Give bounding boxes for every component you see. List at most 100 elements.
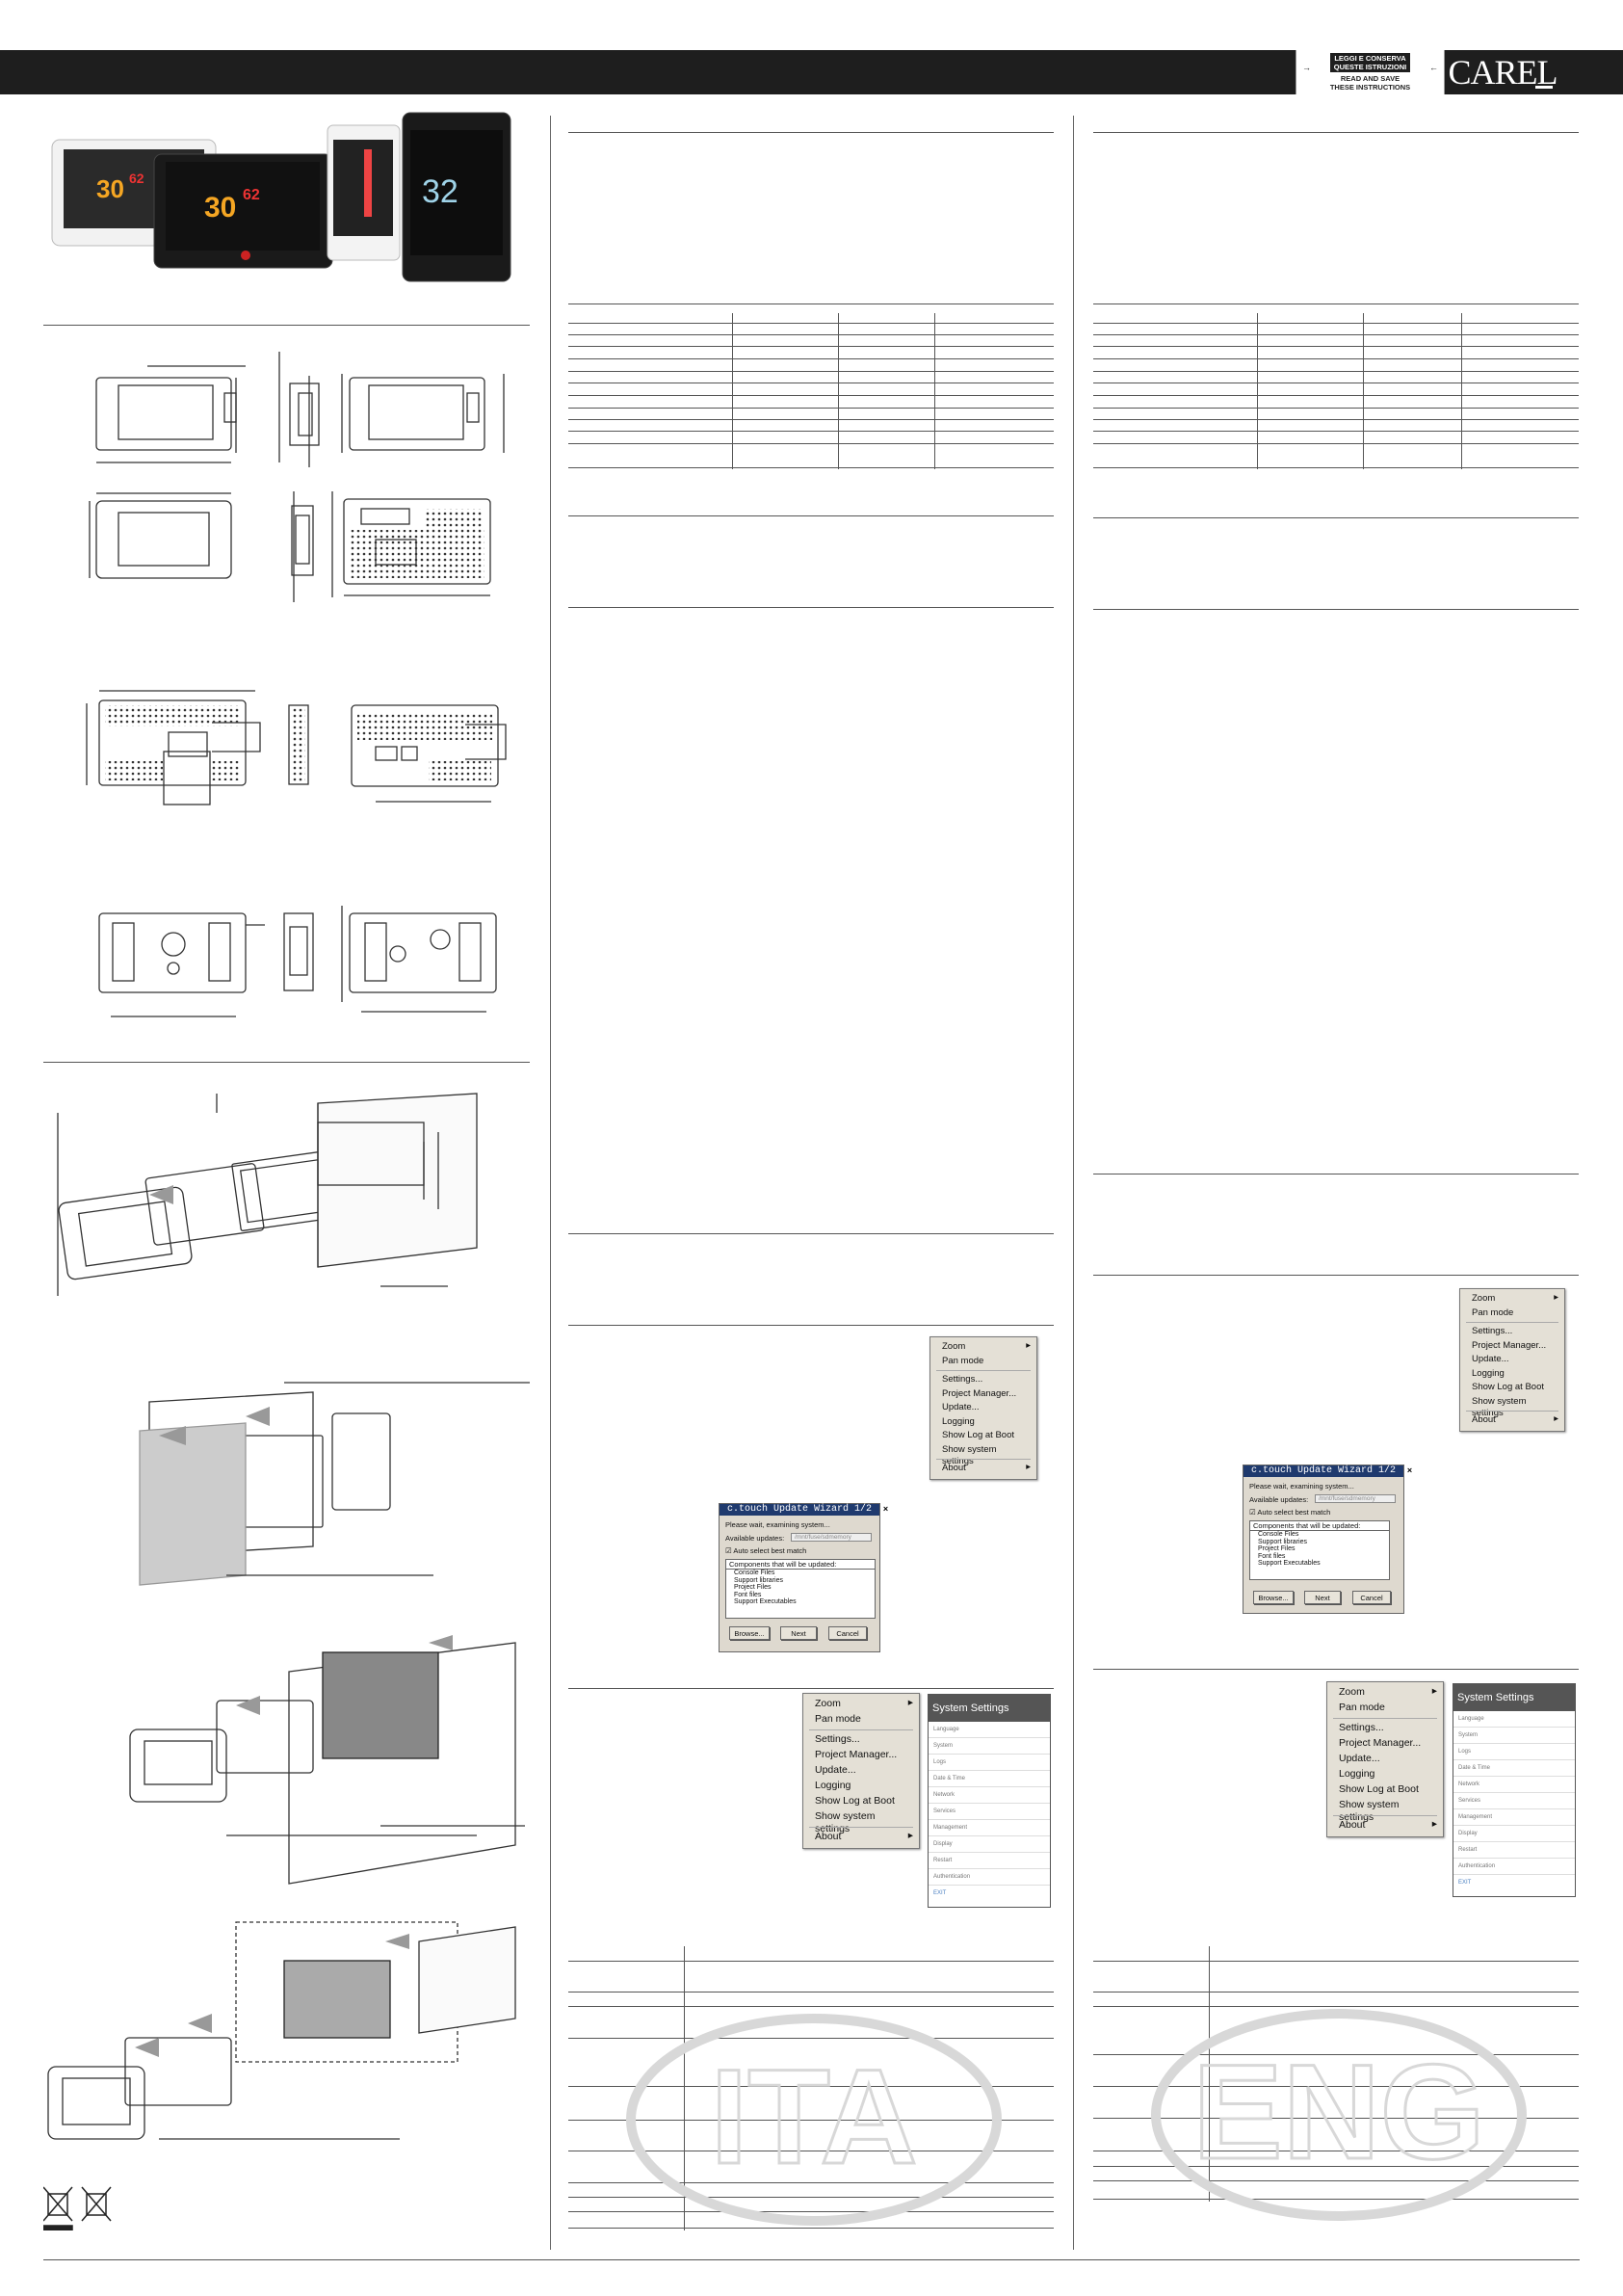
settings-item-restart[interactable]: Restart: [1453, 1842, 1575, 1859]
settings-item-management[interactable]: Management: [929, 1820, 1050, 1836]
menu-item-settings[interactable]: Settings...: [1472, 1326, 1513, 1336]
settings-item-restart[interactable]: Restart: [929, 1853, 1050, 1869]
settings-item-display[interactable]: Display: [929, 1836, 1050, 1853]
available-updates-select[interactable]: /mnt/fuse/sdmemory: [791, 1533, 872, 1542]
settings-item-date-time[interactable]: Date & Time: [1453, 1760, 1575, 1777]
auto-select-checkbox[interactable]: ☑ Auto select best match: [725, 1546, 807, 1555]
menu-item-settings[interactable]: Settings...: [942, 1374, 983, 1385]
available-updates-select[interactable]: /mnt/fuse/sdmemory: [1315, 1494, 1396, 1503]
menu-item-logging[interactable]: Logging: [815, 1780, 851, 1791]
menu-item-zoom[interactable]: Zoom▸: [942, 1340, 1031, 1352]
ita-rule-5: [568, 1233, 1054, 1234]
menu-item-show-log-at-boot[interactable]: Show Log at Boot: [815, 1795, 895, 1807]
browse-button[interactable]: Browse...: [729, 1626, 770, 1640]
menu-item-zoom[interactable]: Zoom▸: [1472, 1292, 1558, 1304]
settings-item-language[interactable]: Language: [1453, 1711, 1575, 1728]
close-icon[interactable]: ×: [880, 1504, 891, 1515]
settings-item-logs[interactable]: Logs: [1453, 1744, 1575, 1760]
ita-rule-6: [568, 1325, 1054, 1326]
settings-item-services[interactable]: Services: [1453, 1793, 1575, 1809]
arrow-left-icon: ←: [1429, 63, 1438, 72]
system-settings-title: System Settings: [929, 1695, 1050, 1722]
menu-item-about[interactable]: About▸: [1472, 1413, 1558, 1425]
ita-bottom-table: [568, 1946, 1054, 2230]
device-black: 30 62: [153, 153, 333, 269]
settings-item-date-time[interactable]: Date & Time: [929, 1771, 1050, 1787]
menu-item-pan-mode[interactable]: Pan mode: [1472, 1306, 1514, 1318]
eng-rule-7: [1093, 1669, 1579, 1670]
menu-item-update[interactable]: Update...: [1339, 1753, 1380, 1764]
svg-text:ENG: ENG: [1192, 2036, 1484, 2187]
menu-item-pan-mode[interactable]: Pan mode: [942, 1355, 984, 1366]
ita-watermark: ITA: [626, 2014, 1002, 2226]
menu-item-show-log-at-boot[interactable]: Show Log at Boot: [1339, 1783, 1419, 1795]
menu-item-show-system-settings[interactable]: Show system settings: [1339, 1799, 1400, 1823]
settings-item-management[interactable]: Management: [1453, 1809, 1575, 1826]
menu-item-update[interactable]: Update...: [1472, 1354, 1509, 1364]
settings-item-network[interactable]: Network: [929, 1787, 1050, 1804]
settings-item-authentication[interactable]: Authentication: [929, 1869, 1050, 1886]
settings-item-logs[interactable]: Logs: [929, 1755, 1050, 1771]
eng-rule-1: [1093, 132, 1579, 133]
menu-item-project-manager[interactable]: Project Manager...: [815, 1749, 898, 1760]
menu-item-settings[interactable]: Settings...: [1339, 1722, 1384, 1733]
dimension-drawings: [86, 352, 507, 1017]
context-menu-ita-1[interactable]: Zoom▸ Pan mode Settings... Project Manag…: [929, 1336, 1037, 1480]
system-settings-title: System Settings: [1453, 1684, 1575, 1711]
menu-item-update[interactable]: Update...: [942, 1402, 980, 1412]
settings-item-system[interactable]: System: [1453, 1728, 1575, 1744]
humidity-readout-1: 62: [129, 171, 144, 186]
components-list[interactable]: Components that will be updated: Console…: [725, 1559, 876, 1619]
section-rule-mounting: [43, 1062, 530, 1063]
menu-item-about[interactable]: About▸: [942, 1462, 1031, 1473]
menu-item-zoom[interactable]: Zoom▸: [1339, 1685, 1437, 1698]
menu-item-update[interactable]: Update...: [815, 1764, 856, 1776]
cancel-button[interactable]: Cancel: [828, 1626, 867, 1640]
settings-item-system[interactable]: System: [929, 1738, 1050, 1755]
perforated-back: [350, 530, 484, 578]
next-button[interactable]: Next: [1304, 1591, 1341, 1604]
context-menu-eng-1[interactable]: Zoom▸ Pan mode Settings... Project Manag…: [1459, 1288, 1565, 1432]
next-button[interactable]: Next: [780, 1626, 817, 1640]
mounting-drawings: [43, 1093, 530, 2230]
arrow-right-icon: →: [1302, 63, 1311, 72]
menu-item-project-manager[interactable]: Project Manager...: [1472, 1339, 1547, 1351]
menu-item-zoom[interactable]: Zoom▸: [815, 1697, 913, 1709]
context-menu-eng-2[interactable]: Zoom▸ Pan mode Settings... Project Manag…: [1326, 1681, 1444, 1837]
menu-item-show-log-at-boot[interactable]: Show Log at Boot: [1472, 1382, 1544, 1392]
settings-item-services[interactable]: Services: [929, 1804, 1050, 1820]
components-list[interactable]: Components that will be updated: Console…: [1249, 1520, 1390, 1580]
menu-item-about[interactable]: About▸: [815, 1830, 913, 1842]
eng-rule-3: [1093, 517, 1579, 518]
menu-item-show-log-at-boot[interactable]: Show Log at Boot: [942, 1430, 1014, 1440]
menu-item-pan-mode[interactable]: Pan mode: [815, 1713, 861, 1725]
humidity-readout-2: 62: [243, 187, 260, 203]
menu-item-show-system-settings[interactable]: Show system settings: [1472, 1395, 1527, 1419]
menu-item-show-system-settings[interactable]: Show system settings: [815, 1810, 876, 1834]
menu-item-logging[interactable]: Logging: [1339, 1768, 1375, 1780]
weee-disposal-icon: [43, 2186, 112, 2230]
eng-rule-6: [1093, 1275, 1579, 1276]
settings-item-exit[interactable]: EXIT: [1458, 1880, 1472, 1886]
settings-item-exit[interactable]: EXIT: [933, 1890, 947, 1896]
menu-item-project-manager[interactable]: Project Manager...: [1339, 1737, 1422, 1749]
settings-item-display[interactable]: Display: [1453, 1826, 1575, 1842]
settings-item-authentication[interactable]: Authentication: [1453, 1859, 1575, 1875]
auto-select-checkbox[interactable]: ☑ Auto select best match: [1249, 1508, 1331, 1517]
menu-item-show-system-settings[interactable]: Show system settings: [942, 1443, 997, 1467]
settings-item-language[interactable]: Language: [929, 1722, 1050, 1738]
browse-button[interactable]: Browse...: [1253, 1591, 1294, 1604]
context-menu-ita-2[interactable]: Zoom▸ Pan mode Settings... Project Manag…: [802, 1693, 920, 1849]
eng-watermark: ENG: [1151, 2009, 1527, 2221]
device-black-vertical: 32: [402, 112, 511, 282]
menu-item-about[interactable]: About▸: [1339, 1818, 1437, 1831]
column-divider-1: [550, 116, 551, 2250]
close-icon[interactable]: ×: [1404, 1465, 1415, 1476]
cancel-button[interactable]: Cancel: [1352, 1591, 1391, 1604]
menu-item-logging[interactable]: Logging: [942, 1415, 975, 1427]
menu-item-pan-mode[interactable]: Pan mode: [1339, 1702, 1385, 1713]
menu-item-logging[interactable]: Logging: [1472, 1367, 1505, 1379]
menu-item-project-manager[interactable]: Project Manager...: [942, 1387, 1017, 1399]
settings-item-network[interactable]: Network: [1453, 1777, 1575, 1793]
menu-item-settings[interactable]: Settings...: [815, 1733, 860, 1745]
